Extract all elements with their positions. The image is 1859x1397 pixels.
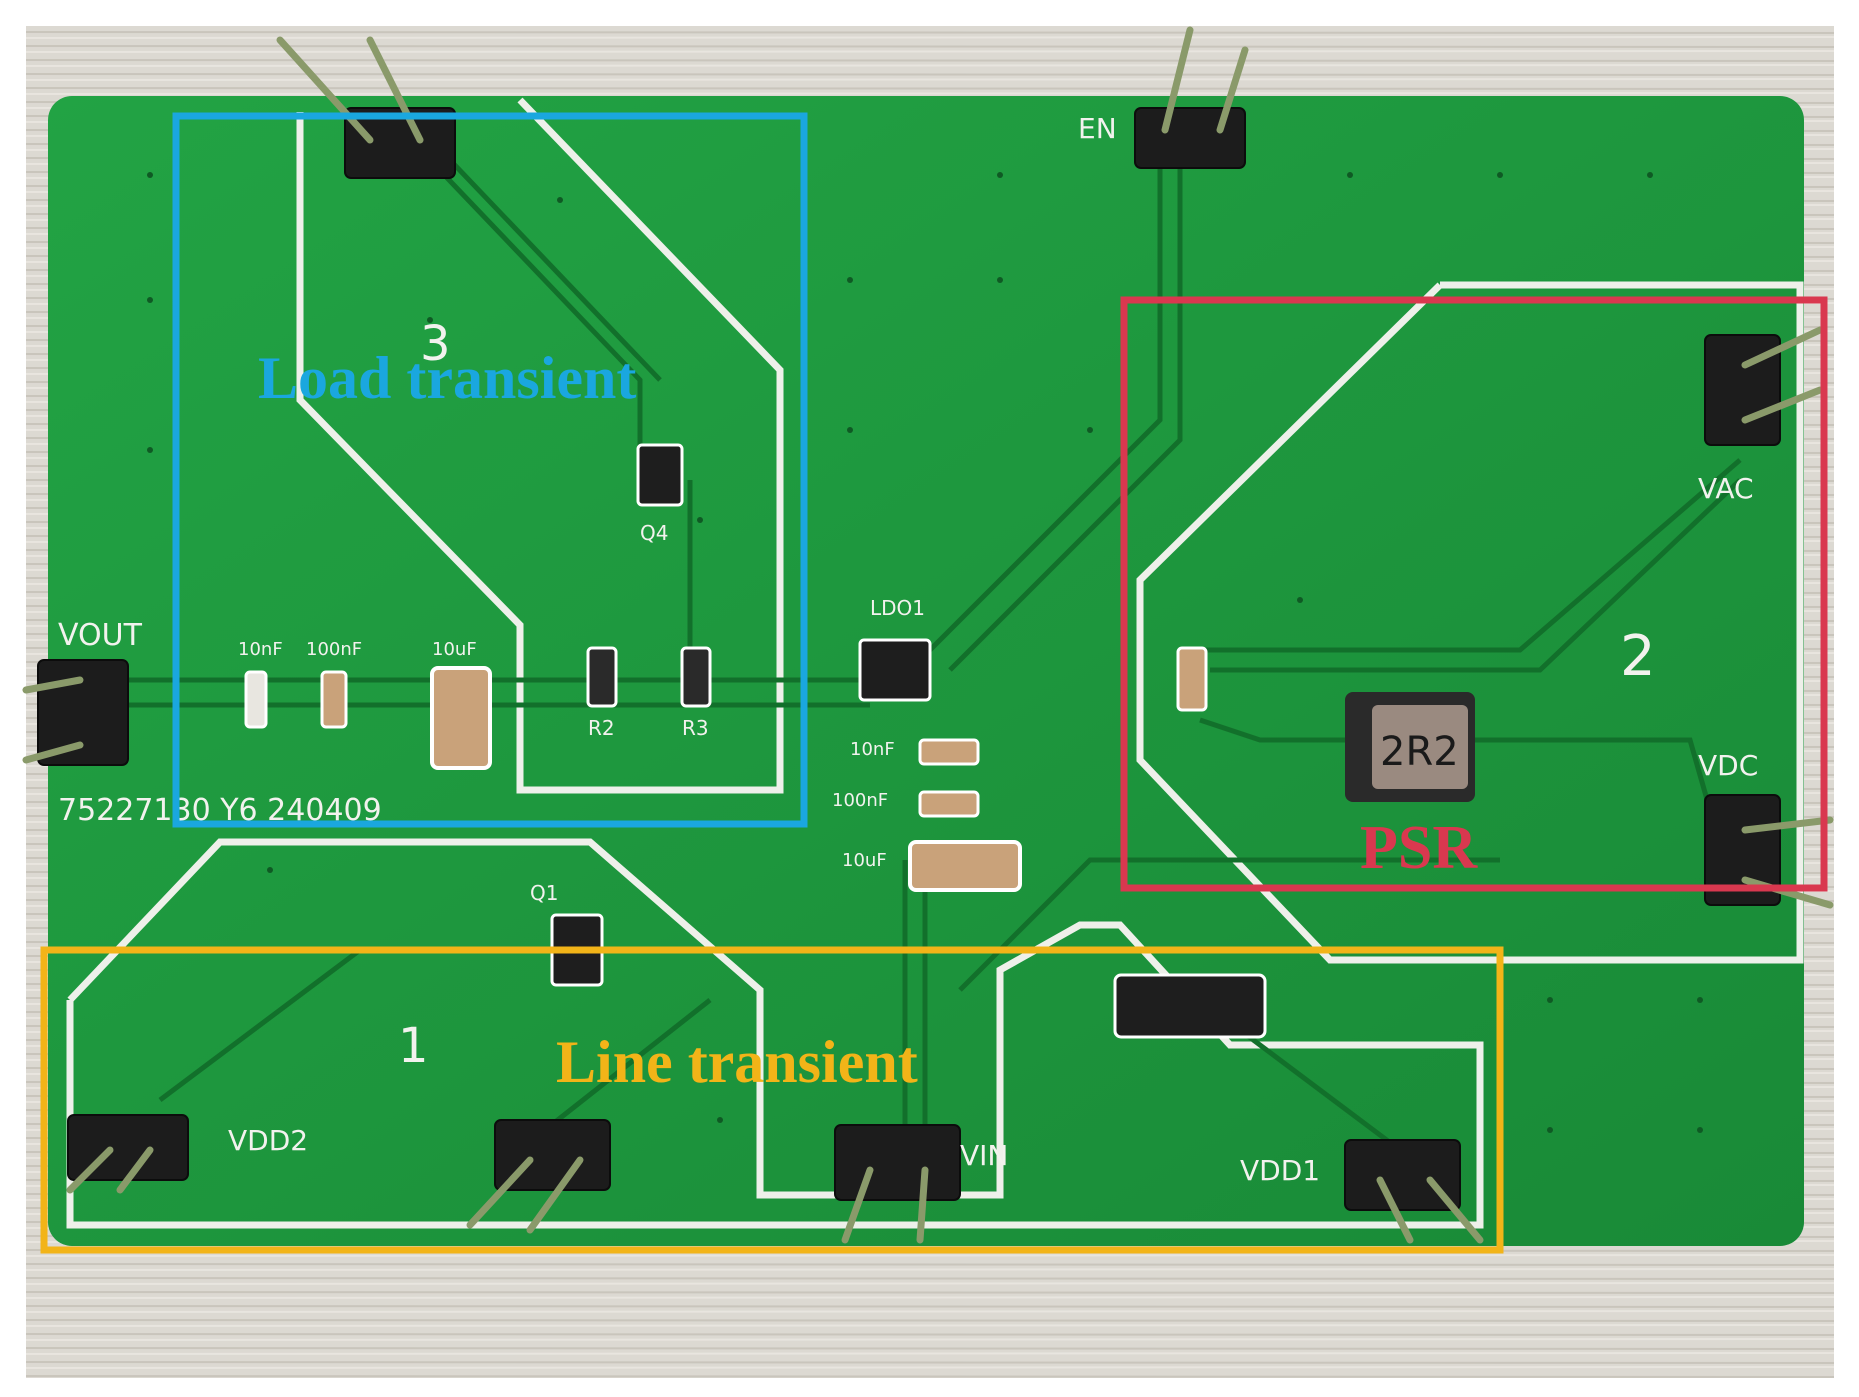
label-cap-100nf-in: 100nF <box>832 790 888 811</box>
pin-label-vdd2: VDD2 <box>228 1124 308 1157</box>
label-q1: Q1 <box>530 881 558 905</box>
label-cap-10uf-in: 10uF <box>842 850 887 871</box>
pin-label-vdc: VDC <box>1698 749 1758 782</box>
load-transient-region-box <box>172 112 808 828</box>
label-r3: R3 <box>682 716 709 740</box>
label-cap-10nf-out: 10nF <box>238 639 283 660</box>
line-transient-region-box <box>40 946 1504 1254</box>
label-cap-10nf-in: 10nF <box>850 739 895 760</box>
section-number-1: 1 <box>398 1018 429 1074</box>
label-ldo1: LDO1 <box>870 596 925 620</box>
inductor-marking: 2R2 <box>1380 729 1459 775</box>
label-cap-100nf-out: 100nF <box>306 639 362 660</box>
psr-region-box <box>1120 296 1828 892</box>
label-q4: Q4 <box>640 521 668 545</box>
vias <box>147 172 1703 1133</box>
header-connectors <box>37 107 1781 1211</box>
psr-label: PSR <box>1360 814 1478 882</box>
header-pins <box>22 26 1834 1244</box>
section-number-3: 3 <box>420 316 451 372</box>
pin-label-vdd1: VDD1 <box>1240 1154 1320 1187</box>
pin-label-vin: VIN <box>960 1139 1008 1172</box>
load-transient-label: Load transient <box>258 345 636 411</box>
section-number-2: 2 <box>1620 624 1656 689</box>
pin-label-vac: VAC <box>1698 472 1754 505</box>
label-r2: R2 <box>588 716 615 740</box>
line-transient-label: Line transient <box>556 1029 918 1095</box>
label-cap-10uf-out: 10uF <box>432 639 477 660</box>
smd-components <box>244 443 1475 1039</box>
pin-label-vout: VOUT <box>58 618 143 653</box>
pin-label-en: EN <box>1078 112 1117 145</box>
